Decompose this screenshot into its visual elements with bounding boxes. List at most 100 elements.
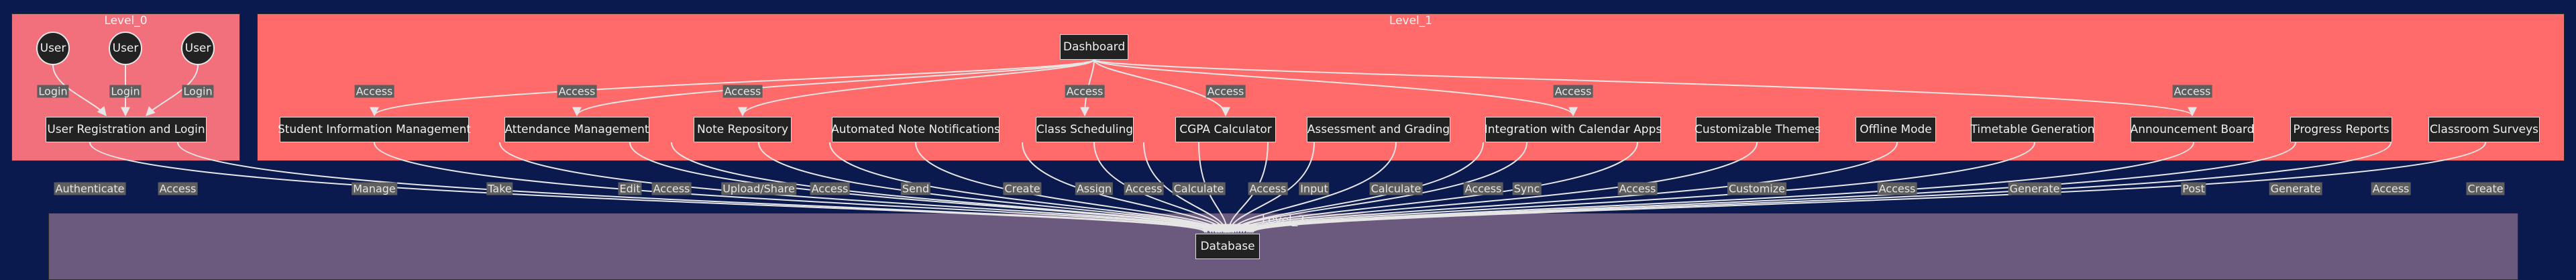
edge-connector bbox=[374, 142, 1216, 234]
node-integration-with-calendar-apps-label: Integration with Calendar Apps bbox=[1484, 123, 1662, 136]
edge-connector bbox=[1234, 142, 1758, 234]
user-node-3-label: User bbox=[184, 42, 211, 55]
node-cgpa-calculator: CGPA Calculator bbox=[1175, 117, 1276, 142]
edge-label-authenticate: Authenticate bbox=[54, 182, 126, 195]
edge-label-access-class-sched: Access bbox=[1065, 85, 1105, 98]
edge-connector bbox=[1248, 142, 2486, 234]
edge-label-access-attendance: Access bbox=[557, 85, 597, 98]
edge-connector bbox=[829, 142, 1224, 234]
edge-label-note-access-2: Access bbox=[810, 182, 850, 195]
node-timetable-generation: Timetable Generation bbox=[1971, 117, 2094, 142]
node-user-registration-login-label: User Registration and Login bbox=[47, 123, 205, 136]
node-automated-note-notifications-label: Automated Note Notifications bbox=[831, 123, 1000, 136]
edge-connector bbox=[1228, 142, 1484, 234]
edge-connector bbox=[572, 59, 1095, 117]
edge-label-generate-progress: Generate bbox=[2269, 182, 2322, 195]
edge-label-offline-access: Access bbox=[1877, 182, 1917, 195]
node-dashboard-label: Dashboard bbox=[1063, 40, 1126, 54]
user-node-2-label: User bbox=[112, 42, 139, 55]
edge-connector bbox=[1093, 59, 1230, 117]
node-integration-with-calendar-apps: Integration with Calendar Apps bbox=[1484, 117, 1662, 142]
node-automated-note-notifications: Automated Note Notifications bbox=[831, 117, 1000, 142]
user-node-2: User bbox=[109, 32, 142, 65]
edge-connector bbox=[499, 142, 1218, 234]
edge-label-manage: Manage bbox=[352, 182, 397, 195]
edge-label-create-schedule: Create bbox=[1003, 182, 1042, 195]
node-note-repository-label: Note Repository bbox=[696, 123, 789, 136]
edge-connector bbox=[146, 64, 199, 116]
node-note-repository: Note Repository bbox=[694, 117, 792, 142]
edge-label-edit: Edit bbox=[618, 182, 642, 195]
edge-connector bbox=[1080, 59, 1095, 117]
edge-connector bbox=[915, 142, 1226, 234]
edge-label-assign: Assign bbox=[1075, 182, 1114, 195]
edge-label-input: Input bbox=[1299, 182, 1330, 195]
edge-label-access-cgpa: Access bbox=[1205, 85, 1246, 98]
node-progress-reports: Progress Reports bbox=[2290, 117, 2392, 142]
node-assessment-and-grading: Assessment and Grading bbox=[1307, 117, 1450, 142]
edge-label-send: Send bbox=[900, 182, 931, 195]
edge-connector bbox=[1239, 142, 2035, 234]
edge-label-access-note-repo: Access bbox=[722, 85, 763, 98]
node-announcement-board-label: Announcement Board bbox=[2130, 123, 2255, 136]
edge-label-grade-access: Access bbox=[1463, 182, 1503, 195]
node-student-information-management: Student Information Management bbox=[278, 117, 471, 142]
node-attendance-management-label: Attendance Management bbox=[504, 123, 649, 136]
edge-label-sync: Sync bbox=[1512, 182, 1542, 195]
node-classroom-surveys-label: Classroom Surveys bbox=[2429, 123, 2539, 136]
node-customizable-themes: Customizable Themes bbox=[1694, 117, 1821, 142]
user-node-3: User bbox=[181, 32, 215, 65]
edge-label-create-survey: Create bbox=[2466, 182, 2505, 195]
user-node-1: User bbox=[36, 32, 70, 65]
edge-label-progress-access: Access bbox=[2371, 182, 2411, 195]
edge-label-calendar-access: Access bbox=[1617, 182, 1658, 195]
edge-label-access-announcement: Access bbox=[2172, 85, 2212, 98]
edge-label-generate-timetable: Generate bbox=[2008, 182, 2061, 195]
edge-connector bbox=[52, 64, 107, 117]
edge-label-registration-access: Access bbox=[158, 182, 198, 195]
node-assessment-and-grading-label: Assessment and Grading bbox=[1307, 123, 1450, 136]
edge-connector bbox=[1093, 142, 1230, 234]
edge-connector bbox=[1093, 59, 1578, 117]
edge-label-login-1: Login bbox=[37, 85, 69, 98]
node-attendance-management: Attendance Management bbox=[504, 117, 649, 142]
cluster-level-1-title: Level_1 bbox=[1389, 14, 1433, 28]
edge-label-calculate-grade: Calculate bbox=[1369, 182, 1423, 195]
edge-connector bbox=[758, 142, 1223, 234]
user-node-1-label: User bbox=[40, 42, 66, 55]
node-class-scheduling: Class Scheduling bbox=[1036, 117, 1134, 142]
edge-label-post: Post bbox=[2181, 182, 2206, 195]
edge-connector bbox=[1229, 142, 1527, 234]
edge-label-take: Take bbox=[486, 182, 513, 195]
node-offline-mode-label: Offline Mode bbox=[1860, 123, 1932, 136]
node-dashboard: Dashboard bbox=[1060, 34, 1128, 60]
edge-connector bbox=[671, 142, 1222, 234]
node-cgpa-calculator-label: CGPA Calculator bbox=[1179, 123, 1272, 136]
node-database: Database bbox=[1195, 234, 1260, 259]
cluster-level-0-title: Level_0 bbox=[104, 14, 148, 28]
edge-label-access-student-info: Access bbox=[354, 85, 394, 98]
node-database-label: Database bbox=[1200, 240, 1255, 253]
node-timetable-generation-label: Timetable Generation bbox=[1970, 123, 2095, 136]
edge-label-cgpa-access: Access bbox=[1248, 182, 1288, 195]
node-announcement-board: Announcement Board bbox=[2131, 117, 2254, 142]
edge-connector bbox=[738, 59, 1095, 117]
edge-connector bbox=[1236, 142, 1898, 234]
node-offline-mode: Offline Mode bbox=[1856, 117, 1936, 142]
node-classroom-surveys: Classroom Surveys bbox=[2428, 117, 2540, 142]
edge-label-calculate-cgpa: Calculate bbox=[1172, 182, 1226, 195]
edge-label-schedule-access: Access bbox=[1124, 182, 1164, 195]
edge-label-upload-share: Upload/Share bbox=[721, 182, 796, 195]
edge-connector bbox=[177, 142, 1212, 234]
node-class-scheduling-label: Class Scheduling bbox=[1036, 123, 1134, 136]
node-customizable-themes-label: Customizable Themes bbox=[1694, 123, 1821, 136]
edge-label-note-access-1: Access bbox=[651, 182, 692, 195]
edge-label-customize: Customize bbox=[1727, 182, 1786, 195]
edge-connector bbox=[1231, 142, 1638, 234]
edge-connector bbox=[1022, 142, 1228, 234]
edge-label-login-3: Login bbox=[182, 85, 214, 98]
node-progress-reports-label: Progress Reports bbox=[2293, 123, 2390, 136]
edge-label-login-2: Login bbox=[109, 85, 142, 98]
